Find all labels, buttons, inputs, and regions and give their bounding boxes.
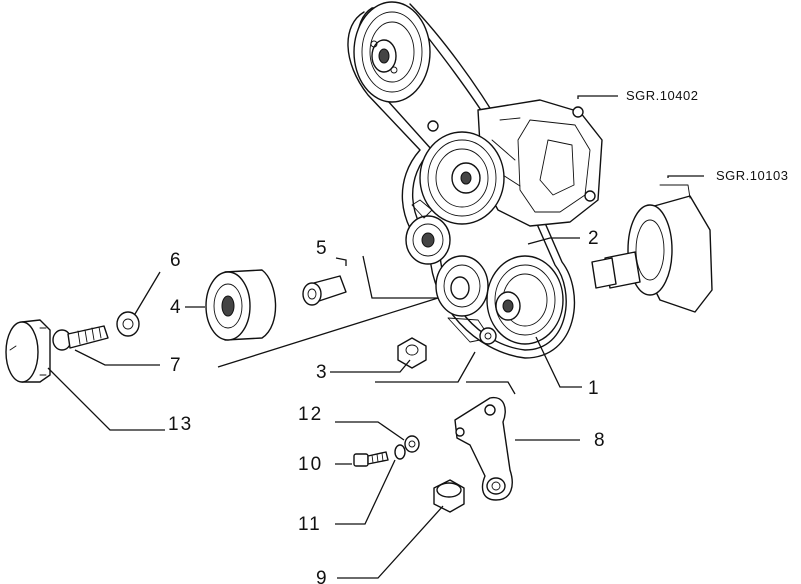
long-bolt xyxy=(52,325,109,351)
spacer-sleeve xyxy=(302,275,347,306)
label-part-1: 1 xyxy=(588,378,601,399)
ref-crankshaft: SGR.10103 xyxy=(716,168,788,183)
ref-water-pump: SGR.10402 xyxy=(626,88,698,103)
label-part-12: 12 xyxy=(298,404,323,425)
water-pump-housing xyxy=(427,99,603,227)
label-part-3: 3 xyxy=(316,362,329,383)
leader-lines xyxy=(47,95,704,579)
label-part-9: 9 xyxy=(316,568,329,584)
crankshaft-end xyxy=(591,184,713,313)
upper-pulley xyxy=(353,1,431,103)
crankshaft-pulley xyxy=(486,255,564,345)
label-part-6: 6 xyxy=(170,250,183,271)
tensioner-pulley xyxy=(435,255,497,345)
label-part-4: 4 xyxy=(170,297,183,318)
label-part-8: 8 xyxy=(594,430,607,451)
tensioner-bracket xyxy=(454,396,513,501)
label-part-2: 2 xyxy=(588,228,601,249)
idler-pulley-small xyxy=(405,199,451,265)
dust-cap xyxy=(5,319,51,383)
washer-large xyxy=(404,435,420,453)
label-part-11: 11 xyxy=(298,514,322,535)
label-part-13: 13 xyxy=(168,414,193,435)
water-pump-pulley xyxy=(419,131,505,225)
cap-nut xyxy=(433,479,465,513)
washer-small xyxy=(394,444,406,460)
small-bolt xyxy=(353,451,389,467)
bearing-roller xyxy=(205,269,277,341)
label-part-10: 10 xyxy=(298,454,323,475)
flat-washer xyxy=(116,311,140,337)
label-part-5: 5 xyxy=(316,238,329,259)
label-part-7: 7 xyxy=(170,355,183,376)
hex-nut xyxy=(397,337,427,369)
